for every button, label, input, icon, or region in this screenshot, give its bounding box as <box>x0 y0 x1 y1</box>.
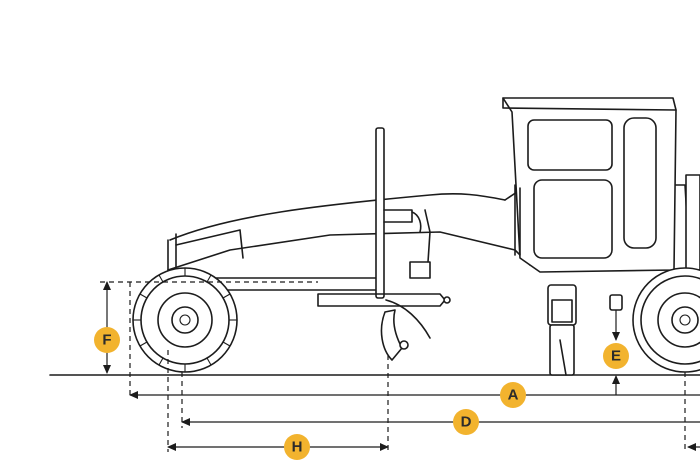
dimension-e: E <box>603 310 629 395</box>
dimension-h-badge <box>284 434 310 460</box>
dimension-e-label: E <box>611 348 621 365</box>
dimension-f: F <box>94 281 120 374</box>
dimension-extension-lines <box>100 281 686 452</box>
rear-body <box>504 174 700 376</box>
blade-assembly <box>317 127 451 361</box>
dimension-f-badge <box>94 327 120 353</box>
operator-cab <box>502 97 677 273</box>
rear-wheel <box>632 267 700 373</box>
dimension-a-label: A <box>508 387 519 404</box>
grader-frame <box>167 193 531 291</box>
dimension-h: H <box>167 434 389 460</box>
dimension-a-badge <box>500 382 526 408</box>
dimension-h-label: H <box>292 439 303 456</box>
dimension-f-label: F <box>102 332 111 349</box>
front-wheel <box>132 267 238 373</box>
dimension-d-label: D <box>461 414 472 431</box>
dimension-a: A <box>129 382 700 408</box>
dimension-d-badge <box>453 409 479 435</box>
dimension-d: D <box>181 409 700 435</box>
dimension-e-badge <box>603 343 629 369</box>
